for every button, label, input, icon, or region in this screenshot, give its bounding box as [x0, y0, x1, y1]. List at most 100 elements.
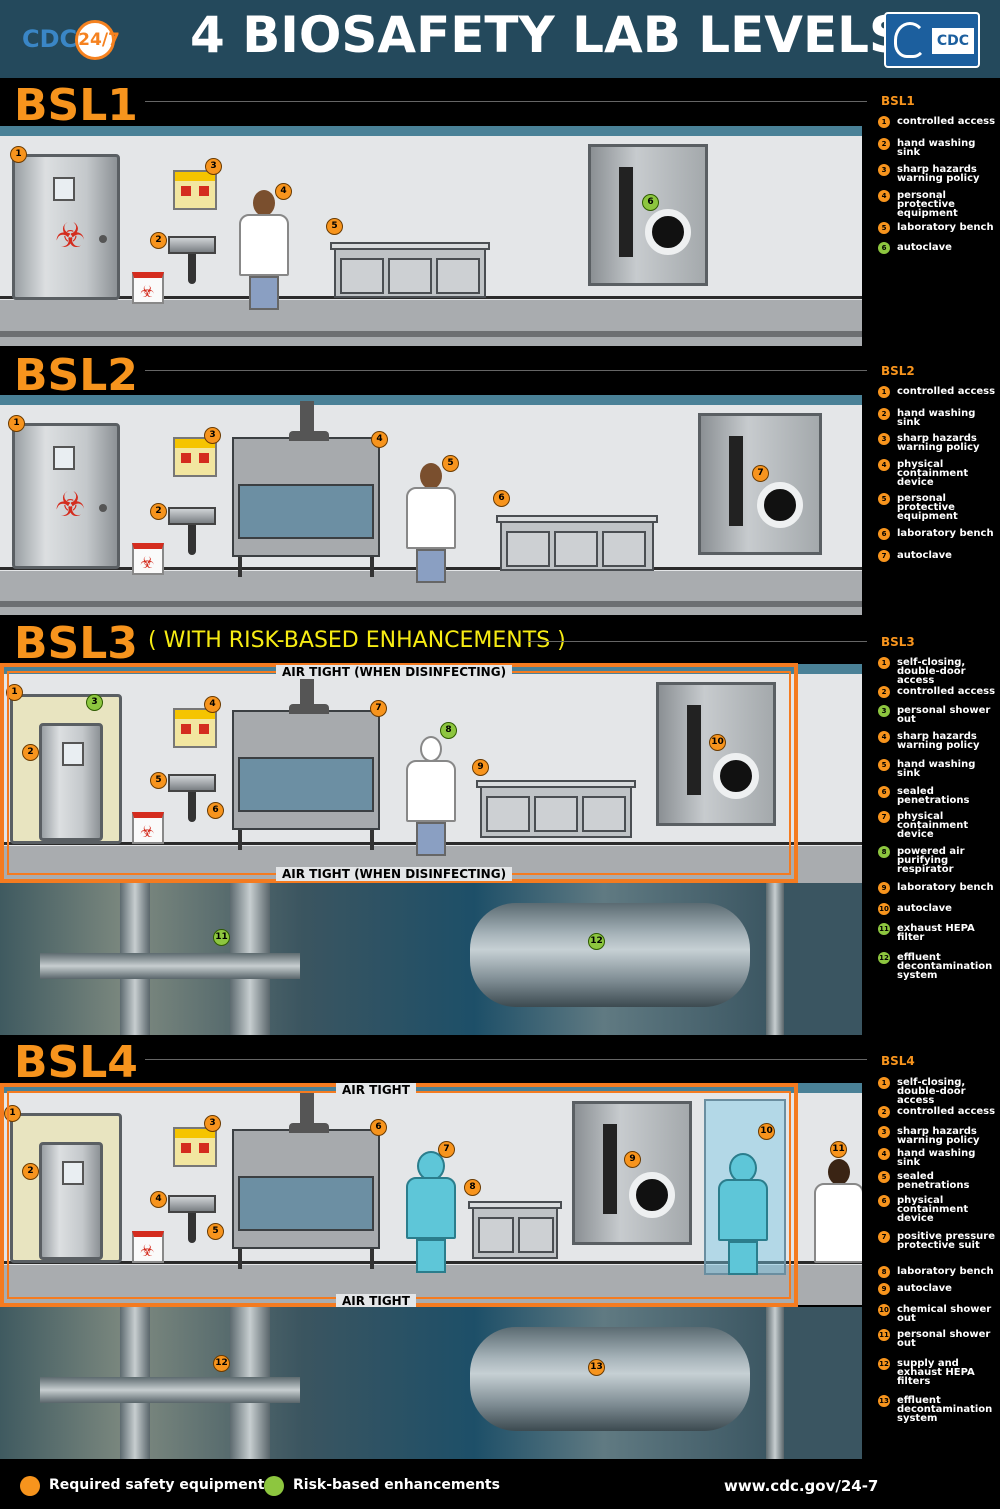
bsl2-callout-2: 2	[150, 503, 167, 520]
required-marker: 6	[878, 786, 890, 798]
legend-item-label: controlled access	[897, 1106, 996, 1117]
bsl1-caution-sign	[173, 170, 217, 210]
cdc-24-7-logo-text: CDC	[22, 25, 78, 53]
required-marker: 3	[878, 164, 890, 176]
bench-cabinet	[478, 1217, 514, 1253]
cdc-url-link[interactable]: www.cdc.gov/24-7	[724, 1477, 879, 1495]
worker-legs	[416, 822, 446, 856]
cabinet-stand	[238, 830, 374, 850]
legend-item-label: controlled access	[897, 116, 996, 127]
suit-legs	[728, 1241, 758, 1275]
required-marker: 1	[878, 1077, 890, 1089]
bsl4-double-door	[10, 1113, 122, 1263]
legend-item-label: personal shower out	[897, 1329, 991, 1349]
legend-item-label: effluent decontamination system	[897, 952, 993, 981]
bsl3-callout-2: 2	[22, 744, 39, 761]
bsl2-legend-title: BSL2	[881, 364, 915, 378]
legend-item-label: self-closing, double-door access	[897, 657, 966, 686]
required-marker: 2	[878, 138, 890, 150]
required-marker: 2	[878, 408, 890, 420]
bsl1-lab-worker	[233, 190, 295, 320]
bsl2-lab-bench	[496, 515, 658, 571]
bsl2-autoclave	[698, 413, 822, 555]
legend-item-label: laboratory bench	[897, 222, 994, 233]
required-marker: 7	[878, 1231, 890, 1243]
worker-legs	[416, 549, 446, 583]
autoclave-port	[757, 482, 803, 528]
duct-pipe	[40, 1377, 300, 1403]
cdc-24-7-logo[interactable]: CDC24/7	[22, 20, 120, 60]
bench-cabinet	[582, 796, 626, 832]
exhaust-duct	[300, 1093, 315, 1129]
required-legend-label: Required safety equipment	[49, 1477, 265, 1493]
required-marker: 8	[878, 1266, 890, 1278]
bsl4-callout-8: 8	[464, 1179, 481, 1196]
bsl3-inner-door	[39, 723, 103, 841]
bench-cabinet	[506, 531, 550, 567]
bsl1-sharps-bin: ☣	[132, 272, 164, 304]
cdc-logo-text: CDC	[932, 28, 974, 54]
bsl1-callout-5: 5	[326, 218, 343, 235]
door-knob	[99, 504, 107, 512]
legend-item-label: autoclave	[897, 550, 952, 561]
hazard-symbol	[181, 1143, 191, 1153]
bsl2-wall-trim	[0, 395, 862, 405]
bsl4-legend-title: BSL4	[881, 1054, 915, 1068]
header-bar: CDC24/7 4 BIOSAFETY LAB LEVELS CDC	[0, 0, 1000, 78]
enhancement-color-swatch	[264, 1476, 284, 1496]
hazard-symbol	[199, 453, 209, 463]
bsl4-airtight-label-top: AIR TIGHT	[336, 1083, 416, 1097]
effluent-tank	[470, 903, 750, 1007]
bsl4-divider	[145, 1059, 867, 1060]
legend-item-label: sharp hazards warning policy	[897, 433, 980, 453]
legend-item-label: chemical shower out	[897, 1304, 992, 1324]
bsl3-callout-1: 1	[6, 684, 23, 701]
bsl3-airtight-label-bottom: AIR TIGHT (WHEN DISINFECTING)	[276, 867, 513, 881]
required-marker: 4	[878, 190, 890, 202]
legend-item-label: physical containment device	[897, 459, 969, 488]
page-title: 4 BIOSAFETY LAB LEVELS	[190, 6, 905, 64]
biohazard-icon: ☣	[55, 216, 86, 256]
autoclave-control-panel	[729, 436, 743, 526]
enhancement-marker: 11	[878, 923, 890, 935]
autoclave-control-panel	[687, 705, 701, 795]
bsl2-heading: BSL2	[14, 350, 138, 401]
legend-item-label: hand washing sink	[897, 138, 976, 158]
hhs-eagle-icon	[894, 22, 926, 58]
required-marker: 12	[878, 1358, 890, 1370]
bsl2-lab-worker	[400, 463, 462, 593]
bsl4-hand-sink	[168, 1195, 216, 1213]
autoclave-port	[645, 209, 691, 255]
hazard-symbol	[181, 724, 191, 734]
bsl3-heading: BSL3	[14, 618, 138, 669]
required-marker: 4	[878, 1148, 890, 1160]
enhancement-legend-label: Risk-based enhancements	[293, 1477, 500, 1493]
bsl3-lab-bench	[476, 780, 636, 838]
legend-item-label: personal protective equipment	[897, 190, 958, 219]
worker-legs	[249, 276, 279, 310]
legend-item-label: personal shower out	[897, 705, 991, 725]
bench-top	[468, 1201, 562, 1209]
bsl4-autoclave	[572, 1101, 692, 1245]
bench-cabinet	[486, 796, 530, 832]
suit-body	[718, 1179, 768, 1241]
legend-item-label: autoclave	[897, 903, 952, 914]
legend-item-label: hand washing sink	[897, 1148, 976, 1168]
bsl1-lab-door: ☣	[12, 154, 120, 300]
caution-band	[175, 710, 215, 719]
cdc-hhs-logo[interactable]: CDC	[884, 12, 980, 68]
sink-drain-pipe	[188, 525, 196, 555]
legend-item-label: personal protective equipment	[897, 493, 958, 522]
